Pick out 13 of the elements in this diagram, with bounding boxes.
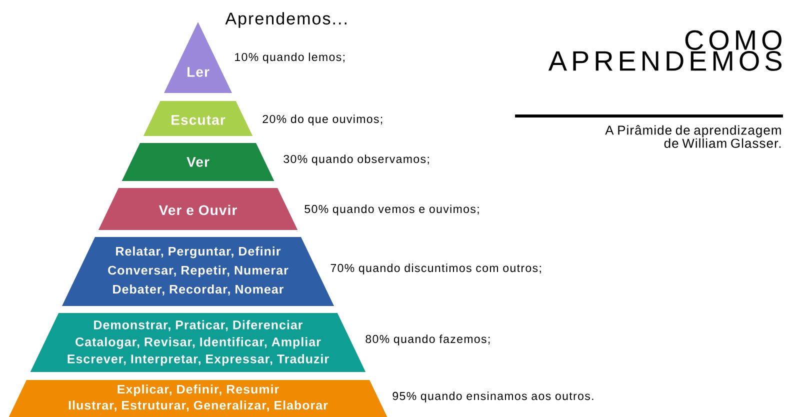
percentage-label: 80% quando fazemos; xyxy=(366,334,490,346)
pyramid-band: Ver xyxy=(122,143,274,181)
pyramid-band: Ver e Ouvir xyxy=(98,188,298,230)
pyramid-band: Demonstrar, Praticar, Diferenciar Catalogar, Revisar, Identificar, Ampliar Escrever, Interpretar, Expressar, Traduzir xyxy=(30,313,366,372)
percentage-label: 30% quando observamos; xyxy=(284,154,429,166)
percentage-label: 50% quando vemos e ouvimos; xyxy=(304,204,479,216)
caption: A Pirâmide de aprendizagem de William Glasser. xyxy=(605,125,781,148)
pyramid-band: Explicar, Definir, Resumir Ilustrar, Estruturar, Generalizar, Elaborar xyxy=(8,380,388,417)
percentage-label: 20% do que ouvimos; xyxy=(262,114,382,126)
percentage-label: 10% quando lemos; xyxy=(235,52,344,64)
percentage-label: 95% quando ensinamos aos outros. xyxy=(392,392,594,402)
title: COMO APRENDEMOS xyxy=(548,30,782,71)
pyramid-band: Escutar xyxy=(143,101,253,136)
